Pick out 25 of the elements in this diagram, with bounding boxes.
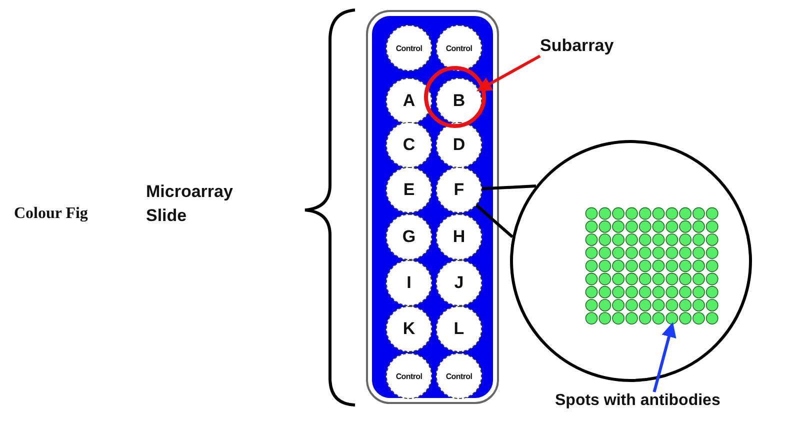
subarray-well: D <box>436 122 482 168</box>
callout-label: Subarray <box>540 36 614 56</box>
figure-note: Colour Fig <box>14 205 88 223</box>
callout-line <box>474 184 538 238</box>
subarray-well: H <box>436 214 482 260</box>
subarray-well: G <box>386 214 432 260</box>
subarray-well: F <box>436 167 482 213</box>
subarray-well: I <box>386 260 432 306</box>
microarray-slide <box>368 12 497 402</box>
subarray-well: Control <box>386 25 432 71</box>
subarray-well: L <box>436 306 482 352</box>
subarray-well: B <box>436 78 482 124</box>
spot-grid <box>585 207 719 325</box>
arrow <box>476 54 541 92</box>
subarray-well: Control <box>436 353 482 399</box>
subarray-well: E <box>386 167 432 213</box>
callout-label: Spots with antibodies <box>555 392 720 410</box>
subarray-well: C <box>386 122 432 168</box>
subarray-well: Control <box>386 353 432 399</box>
subarray-well: Control <box>436 25 482 71</box>
arrow <box>652 322 676 392</box>
slide-label: Microarray Slide <box>146 181 234 227</box>
subarray-well: K <box>386 306 432 352</box>
subarray-well: J <box>436 260 482 306</box>
subarray-well: A <box>386 78 432 124</box>
